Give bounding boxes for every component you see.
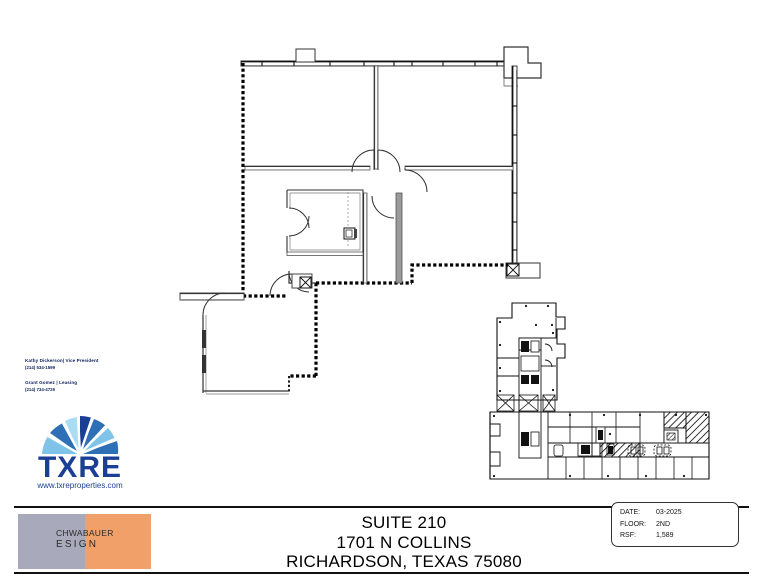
corridor-stub-west — [179, 292, 245, 301]
txre-wordmark: TXRE — [38, 451, 122, 484]
txre-logo: TXRE www.txreproperties.com — [18, 412, 143, 490]
suite-plan — [179, 46, 542, 395]
info-label-floor: FLOOR: — [620, 520, 647, 528]
info-value-floor: 2ND — [656, 520, 671, 528]
exterior-wall-north — [240, 60, 516, 67]
schwabauer-line2: ESIGN — [56, 539, 99, 550]
contact-entry: Kathy Dickerson| Vice President (214) 53… — [25, 358, 155, 371]
contact-name-1: Kathy Dickerson| Vice President — [25, 358, 99, 363]
interior-wall-center-vertical — [362, 192, 403, 284]
closet-southcenter — [288, 271, 316, 289]
info-value-date: 03-2025 — [656, 509, 682, 516]
contact-name-2: Grant Gomez | Leasing — [25, 380, 78, 386]
plan-info-box: DATE: 03-2025 FLOOR: 2ND RSF: 1,589 — [611, 502, 739, 547]
door-swing-east-office — [404, 168, 428, 193]
info-label-date: DATE: — [620, 509, 641, 516]
txre-website: www.txreproperties.com — [36, 481, 123, 490]
schwabauer-line1: CHWABAUER — [56, 528, 114, 538]
floor-plan-svg — [179, 46, 710, 480]
info-label-rsf: RSF: — [620, 532, 636, 539]
contact-phone-1: (214) 534-1599 — [25, 364, 56, 370]
info-row-date: DATE: 03-2025 — [620, 507, 738, 519]
column-north — [295, 48, 316, 63]
corridor-stub-southeast — [505, 262, 541, 279]
logo-swatch-gray — [18, 514, 85, 569]
contact-phone-2: (214) 734-4725 — [25, 386, 56, 392]
title-suite: SUITE 210 — [361, 513, 447, 532]
interior-wall-mid-horizontal — [244, 165, 514, 171]
key-plan — [489, 302, 710, 480]
floor-plan-drawing-area — [179, 46, 710, 480]
logo-swatch-orange — [84, 514, 151, 569]
contact-entry: Grant Gomez | Leasing (214) 734-4725 — [25, 380, 155, 393]
interior-wall-upper-vertical — [373, 65, 379, 170]
txre-logo-svg: TXRE www.txreproperties.com — [36, 416, 123, 490]
title-block: CHWABAUER ESIGN SUITE 210 1701 N COLLINS… — [14, 506, 749, 574]
broker-contact-block: Kathy Dickerson| Vice President (214) 53… — [25, 358, 155, 402]
txre-sunburst-icon — [42, 416, 119, 456]
schwabauer-wordmark: CHWABAUER ESIGN — [56, 528, 126, 558]
info-row-floor: FLOOR: 2ND — [620, 519, 738, 531]
title-city-state-zip: RICHARDSON, TEXAS 75080 — [286, 552, 522, 571]
restroom-closet-block — [286, 189, 364, 254]
door-swing-lower-center — [371, 195, 395, 219]
interior-wall-below-closet — [286, 251, 364, 256]
door-swing-center-double — [351, 149, 401, 173]
info-row-rsf: RSF: 1,589 — [620, 530, 738, 542]
info-value-rsf: 1,589 — [656, 532, 674, 539]
key-plan-highlighted-suite — [599, 411, 710, 458]
title-street: 1701 N COLLINS — [336, 532, 472, 552]
column-northeast — [503, 46, 542, 87]
plan-title: SUITE 210 1701 N COLLINS RICHARDSON, TEX… — [214, 513, 594, 572]
room-southwest — [202, 292, 289, 395]
schwabauer-design-logo: CHWABAUER ESIGN — [18, 514, 151, 569]
